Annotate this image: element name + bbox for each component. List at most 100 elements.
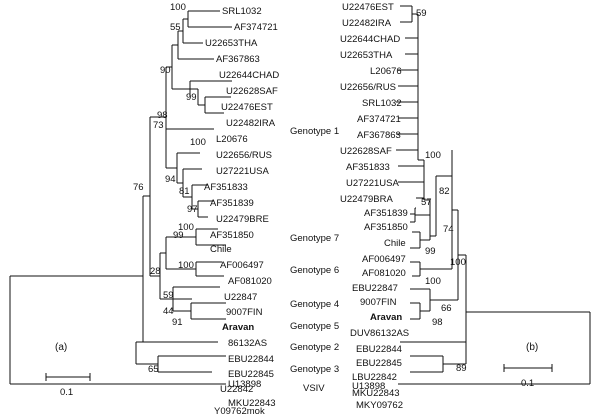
taxon-a-11: U27221USA xyxy=(216,166,269,177)
taxon-b-1: U22476EST xyxy=(342,2,394,13)
taxon-a-25: U22842 xyxy=(220,384,253,395)
taxon-b-17: AF006497 xyxy=(362,254,406,265)
support-b-4: 82 xyxy=(439,186,450,197)
support-b-2: 100 xyxy=(425,150,441,161)
taxon-b-21: Aravan xyxy=(370,312,402,323)
support-a-7: 73 xyxy=(153,120,164,131)
taxon-a-15: AF351850 xyxy=(210,230,254,241)
support-b-7: 100 xyxy=(425,276,441,287)
tree-a-taxa: SRL1032 AF374721 U22653THA AF367863 U226… xyxy=(204,6,279,417)
support-a-12: 76 xyxy=(133,182,144,193)
taxon-a-7: U22476EST xyxy=(221,102,273,113)
taxon-b-13: U22479BRA xyxy=(340,194,393,205)
taxon-a-8: U22482IRA xyxy=(226,118,276,129)
genotype-2-label: Genotype 2 xyxy=(290,342,339,353)
support-a-17: 44 xyxy=(163,306,174,317)
support-a-1: 100 xyxy=(170,2,186,13)
tree-b-support-values: 59 100 57 82 74 99 100 100 66 98 89 xyxy=(416,8,467,374)
taxon-a-4: AF367863 xyxy=(216,54,260,65)
support-a-18: 91 xyxy=(172,317,183,328)
taxon-b-23: EBU22844 xyxy=(356,344,402,355)
taxon-a-26: MKU22843 xyxy=(228,398,276,409)
support-a-6: 98 xyxy=(157,110,168,121)
support-a-4: 99 xyxy=(186,92,197,103)
taxon-a-17: AF006497 xyxy=(220,260,264,271)
genotype-1-label: Genotype 1 xyxy=(290,126,339,137)
taxon-b-26: MKU22843 xyxy=(352,388,400,399)
taxon-b-8: AF374721 xyxy=(357,114,401,125)
genotype-7-label: Genotype 7 xyxy=(290,233,339,244)
taxon-b-16: Chile xyxy=(384,238,406,249)
taxon-b-2: U22482IRA xyxy=(342,18,392,29)
support-b-10: 98 xyxy=(432,317,443,328)
support-a-8: 94 xyxy=(165,174,176,185)
taxon-b-3: U22644CHAD xyxy=(340,34,400,45)
support-b-9: 66 xyxy=(441,303,452,314)
taxon-a-12: AF351833 xyxy=(204,182,248,193)
taxon-a-20: 9007FIN xyxy=(226,307,263,318)
taxon-a-22: 86132AS xyxy=(228,338,267,349)
panel-label-a: (a) xyxy=(55,342,67,353)
taxon-b-11: AF351833 xyxy=(346,162,390,173)
taxon-a-23: EBU22844 xyxy=(228,354,274,365)
scale-label-a: 0.1 xyxy=(60,387,73,398)
scale-bar-a: 0.1 xyxy=(45,373,91,398)
taxon-b-6: U22656/RUS xyxy=(340,82,396,93)
support-a-2: 55 xyxy=(170,22,181,33)
taxon-a-14: U22479BRE xyxy=(216,214,269,225)
taxon-a-9: L20676 xyxy=(216,134,248,145)
support-a-19: 65 xyxy=(148,364,159,375)
taxon-b-25: LBU22842 xyxy=(352,372,397,383)
support-b-11: 89 xyxy=(456,363,467,374)
taxon-a-21: Aravan xyxy=(222,322,254,333)
support-a-14: 100 xyxy=(178,260,194,271)
tree-a-support-values: 100 55 90 99 100 98 73 94 97 81 100 76 9… xyxy=(133,2,206,375)
support-b-8: 100 xyxy=(450,257,466,268)
scale-label-b: 0.1 xyxy=(521,378,534,389)
support-a-15: 28 xyxy=(150,266,161,277)
panel-label-b: (b) xyxy=(526,342,538,353)
support-a-11: 100 xyxy=(178,222,194,233)
taxon-a-27: Y09762mok xyxy=(214,406,265,417)
support-b-1: 59 xyxy=(416,8,427,19)
genotype-3-label: Genotype 3 xyxy=(290,364,339,375)
genotype-6-label: Genotype 6 xyxy=(290,265,339,276)
tree-a-branches xyxy=(9,10,232,385)
taxon-b-18: AF081020 xyxy=(362,268,406,279)
support-a-16: 59 xyxy=(163,290,174,301)
taxon-a-10: U22656/RUS xyxy=(216,150,272,161)
taxon-a-24: EBU22845 xyxy=(228,369,274,380)
support-b-6: 99 xyxy=(425,246,436,257)
support-a-9: 97 xyxy=(187,204,198,215)
taxon-a-5: U22644CHAD xyxy=(219,70,279,81)
vsiv-label: VSIV xyxy=(303,383,325,394)
tree-b-taxa: U22476EST U22482IRA U22644CHAD U22653THA… xyxy=(340,2,409,411)
support-b-5: 74 xyxy=(443,224,454,235)
genotype-4-label: Genotype 4 xyxy=(290,299,339,310)
taxon-a-2: AF374721 xyxy=(234,22,278,33)
taxon-a-3: U22653THA xyxy=(205,38,258,49)
taxon-b-9: AF367863 xyxy=(357,130,401,141)
taxon-a-13: AF351839 xyxy=(210,198,254,209)
tree-b-branches xyxy=(396,5,591,385)
taxon-a-6: U22628SAF xyxy=(226,86,278,97)
taxon-b-12: U27221USA xyxy=(346,178,399,189)
scale-bar-b: 0.1 xyxy=(503,364,553,389)
taxon-b-22: DUV86132AS xyxy=(350,328,409,339)
taxon-a-19: U22847 xyxy=(224,292,257,303)
taxon-a-1: SRL1032 xyxy=(222,6,262,17)
taxon-b-7: SRL1032 xyxy=(362,98,402,109)
taxon-b-4: U22653THA xyxy=(340,50,393,61)
taxon-b-10: U22628SAF xyxy=(340,146,392,157)
taxon-b-14: AF351839 xyxy=(364,208,408,219)
support-b-3: 57 xyxy=(421,197,432,208)
genotype-5-label: Genotype 5 xyxy=(290,321,339,332)
taxon-a-28: U13898 xyxy=(228,379,261,390)
genotype-labels: Genotype 1 Genotype 7 Genotype 6 Genotyp… xyxy=(290,126,339,394)
support-a-3: 90 xyxy=(160,65,171,76)
taxon-b-24: EBU22845 xyxy=(356,358,402,369)
taxon-a-16: Chile xyxy=(210,244,232,255)
support-a-10: 81 xyxy=(179,186,190,197)
